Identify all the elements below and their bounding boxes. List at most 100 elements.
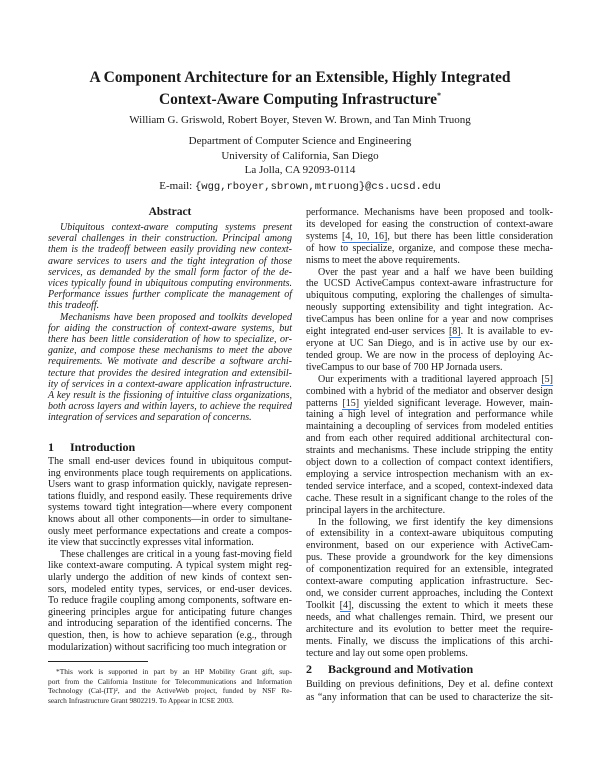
text-line: Toolkit [4], discussing the extent to wh… — [306, 599, 553, 612]
footnote-rule — [48, 661, 148, 662]
text-line: principal layers in the architecture. — [306, 504, 446, 516]
intro-body: The small end-user devices found in ubiq… — [48, 456, 292, 653]
text-line: patterns [15] yielded significant levera… — [306, 397, 553, 410]
text-line: ing environments place tough requirement… — [48, 467, 292, 479]
paragraph: Ubiquitous context-aware computing syste… — [48, 222, 292, 312]
text-line: These challenges are critical in a young… — [60, 548, 292, 560]
text-segment: , but there has been little consideratio… — [387, 230, 553, 242]
citation-link[interactable]: [8] — [448, 326, 461, 339]
text-line: *This work is supported in part by an HP… — [56, 667, 292, 676]
text-line: ond, we consider current approaches, inc… — [306, 588, 553, 599]
text-line: Technology (Cal-(IT)², and the ActiveWeb… — [48, 686, 292, 696]
citation-link[interactable]: [5] — [541, 373, 553, 386]
text-line: cache. These result in a significant cha… — [306, 492, 553, 504]
paragraph: These challenges are critical in a young… — [48, 549, 292, 653]
text-line: systems toward tight integration—where e… — [48, 502, 292, 514]
text-line: tations fluidly, and respond easily. The… — [48, 490, 292, 502]
text-line: of componentization required for an exte… — [306, 564, 553, 576]
text-segment: eight integrated end-user services — [306, 326, 449, 338]
text-line: tiveCampus to our base of 700 HP Jornada… — [306, 361, 503, 373]
paragraph: In the following, we first identify the … — [306, 517, 553, 660]
text-line: The small end-user devices found in ubiq… — [48, 456, 292, 467]
text-line: eryone at UC San Diego, and is in active… — [306, 337, 553, 349]
citation-link[interactable]: [15] — [342, 397, 360, 410]
text-line: tecture that provides the desired integr… — [48, 367, 292, 379]
text-segment: Our experiments with a traditional layer… — [318, 373, 542, 385]
text-line: ity of services in a context-aware appli… — [48, 378, 292, 390]
text-line: performance. Mechanisms have been propos… — [306, 207, 553, 218]
text-line: tecture and lay out some open problems. — [306, 647, 468, 659]
text-line: ubiquitous computing, exploring the chal… — [306, 290, 553, 302]
text-line: In the following, we first identify the … — [318, 516, 553, 528]
text-segment: . It is available to ev- — [460, 326, 553, 338]
text-line: gineering principles argue for anticipat… — [48, 606, 292, 618]
address: La Jolla, CA 92093-0114 — [244, 164, 356, 176]
paragraph: Mechanisms have been proposed and toolki… — [48, 312, 292, 424]
footnote: *This work is supported in part by an HP… — [48, 667, 292, 705]
text-segment: systems — [306, 230, 342, 242]
paper-title: A Component Architecture for an Extensib… — [89, 69, 511, 109]
text-line: modularization) without sacrificing too … — [48, 641, 287, 653]
text-line: there has been little consideration of h… — [48, 334, 292, 346]
abstract-heading: Abstract — [148, 206, 192, 218]
text-line: Performance issues further complicate th… — [48, 289, 292, 301]
text-line: this tradeoff. — [48, 300, 100, 312]
text-line: nisms to meet the above requirements. — [306, 254, 460, 266]
affiliation: Department of Computer Science and Engin… — [0, 134, 600, 194]
text-line: them is the tradeoff between easily prov… — [48, 244, 292, 256]
text-line: aware services to users and the tight in… — [48, 255, 292, 267]
text-line: needs, and what challenges remain. Third… — [306, 611, 553, 623]
text-line: tiveCampus has been online for a year an… — [306, 314, 553, 326]
footnote-mark: * — [437, 91, 442, 100]
email-line: E-mail: {wgg,rboyer,sbrown,mtruong}@cs.u… — [159, 179, 441, 193]
email: {wgg,rboyer,sbrown,mtruong}@cs.ucsd.edu — [195, 180, 441, 193]
text-line: ously meet performance expectations and … — [48, 525, 292, 537]
text-line: tended service interface, and a scoped, … — [306, 480, 553, 492]
text-line: and introducing separation of the identi… — [48, 618, 292, 630]
text-line: knows about all other components—in orde… — [48, 513, 292, 525]
text-line: straints and mechanisms. These include s… — [306, 445, 553, 457]
text-line: A key result is the fissioning of intuit… — [48, 390, 292, 402]
text-line: To reduce fragile coupling among compone… — [48, 595, 292, 607]
text-segment: patterns — [306, 397, 343, 409]
paragraph: performance. Mechanisms have been propos… — [306, 207, 553, 267]
text-line: question, then, is how to achieve separa… — [48, 629, 292, 641]
paragraph: *This work is supported in part by an HP… — [48, 667, 292, 705]
text-line: environment, based on our experience wit… — [306, 540, 553, 552]
text-line: combined with a hybrid of the mediator a… — [306, 385, 553, 397]
text-line: Building on previous definitions, Dey et… — [306, 679, 553, 690]
abstract-body: Ubiquitous context-aware computing syste… — [48, 222, 292, 424]
text-line: object down to a collection of compact c… — [306, 457, 553, 469]
text-line: vices typically found in ubiquitous comp… — [48, 278, 292, 290]
text-line: requirements. We motivate and describe a… — [48, 356, 292, 368]
text-line: ite view that succinctly expresses vital… — [48, 537, 254, 549]
paragraph: Our experiments with a traditional layer… — [306, 373, 553, 517]
text-line: ularly undergo the addition of new kinds… — [48, 571, 292, 583]
text-line: services, as demanded by the small form … — [48, 266, 292, 278]
text-line: ganize, and compose these mechanisms to … — [48, 345, 292, 357]
text-line: as “any information that can be used to … — [306, 691, 553, 703]
text-line: architecture and its evolution to better… — [306, 623, 553, 635]
text-line: context-aware computing application infr… — [306, 576, 553, 588]
paragraph: The small end-user devices found in ubiq… — [48, 456, 292, 549]
text-line: taining a high level of integration and … — [306, 409, 553, 421]
citation-link[interactable]: [4, 10, 16] — [342, 230, 388, 243]
text-segment: Toolkit — [306, 599, 340, 611]
authors: William G. Griswold, Robert Boyer, Steve… — [129, 114, 471, 126]
text-line: Over the past year and a half we have be… — [318, 266, 553, 278]
text-line: several challenges in their construction… — [48, 233, 292, 245]
paragraph: Building on previous definitions, Dey et… — [306, 679, 553, 704]
text-line: ments. Finally, we discuss the implicati… — [306, 635, 553, 647]
department: Department of Computer Science and Engin… — [188, 135, 412, 147]
text-line: search Infrastructure Grant 9802219. To … — [48, 695, 234, 705]
paragraph: Over the past year and a half we have be… — [306, 267, 553, 374]
text-line: port from the California Institute for T… — [48, 676, 292, 686]
text-line: Users want to grasp information quickly,… — [48, 479, 292, 491]
text-line: its developed for easing the constructio… — [306, 218, 553, 230]
text-line: of extensibility in a context-aware ubiq… — [306, 528, 553, 540]
citation-link[interactable]: [4] — [339, 599, 352, 612]
text-line: neously supporting extensibility and tig… — [306, 302, 553, 314]
text-line: Ubiquitous context-aware computing syste… — [60, 222, 292, 233]
